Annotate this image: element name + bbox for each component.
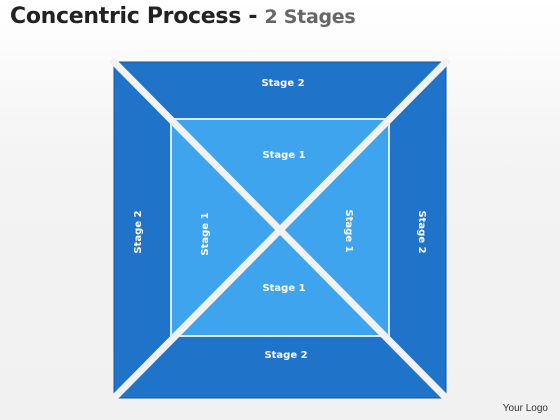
label-outer-right: Stage 2 [416, 210, 427, 253]
label-outer-bottom: Stage 2 [264, 350, 307, 361]
diagonal-separator-b [109, 57, 451, 403]
title-subtitle: 2 Stages [264, 6, 356, 28]
brand-logo-text: Your Logo [502, 403, 548, 414]
label-inner-bottom: Stage 1 [262, 283, 305, 294]
title-main: Concentric Process - [10, 4, 258, 29]
label-inner-top: Stage 1 [262, 150, 305, 161]
label-outer-top: Stage 2 [261, 78, 304, 89]
label-inner-right: Stage 1 [343, 209, 354, 252]
page-title: Concentric Process - 2 Stages [10, 4, 356, 29]
label-outer-left: Stage 2 [133, 210, 144, 253]
label-inner-left: Stage 1 [200, 212, 211, 255]
